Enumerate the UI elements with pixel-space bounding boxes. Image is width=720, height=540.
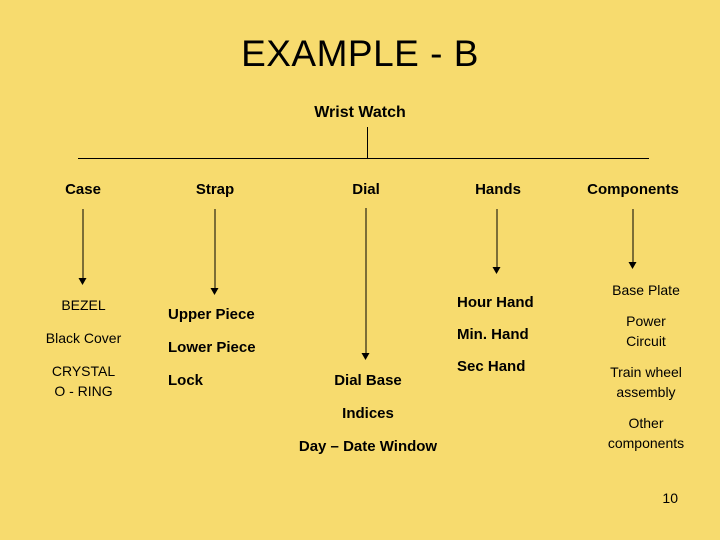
column-items-dial: Dial Base Indices Day – Date Window xyxy=(262,371,474,456)
down-arrow-icon-dial xyxy=(360,208,373,360)
column-items-hands: Hour Hand Min. Hand Sec Hand xyxy=(457,293,572,376)
down-arrow-icon-hands xyxy=(491,209,504,274)
column-header-strap: Strap xyxy=(195,181,235,198)
list-item: Other components xyxy=(607,415,685,451)
diagram-root-node: Wrist Watch xyxy=(314,104,406,121)
list-item: Upper Piece xyxy=(168,306,255,323)
branch-connector-line xyxy=(78,158,649,159)
root-connector-line xyxy=(367,127,368,159)
column-items-case: BEZEL Black Cover CRYSTAL O - RING xyxy=(16,295,151,401)
list-item: Train wheel assembly xyxy=(610,364,682,400)
column-items-strap: Upper Piece Lower Piece Lock xyxy=(168,305,318,390)
column-header-hands: Hands xyxy=(475,181,521,198)
list-item: Day – Date Window xyxy=(298,438,438,455)
list-item: CRYSTAL O - RING xyxy=(51,363,116,399)
list-item: Indices xyxy=(342,405,394,422)
list-item: Hour Hand xyxy=(457,294,534,311)
column-header-case: Case xyxy=(65,181,101,198)
list-item: Lower Piece xyxy=(168,339,256,356)
column-items-components: Base Plate Power Circuit Train wheel ass… xyxy=(578,280,714,453)
list-item: Black Cover xyxy=(45,330,122,346)
list-item: Lock xyxy=(168,372,204,389)
down-arrow-icon-strap xyxy=(209,209,222,295)
column-header-components: Components xyxy=(587,181,679,198)
column-header-dial: Dial xyxy=(352,181,380,198)
list-item: Min. Hand xyxy=(457,326,529,343)
down-arrow-icon-case xyxy=(77,209,90,285)
list-item: Dial Base xyxy=(334,372,402,389)
page-number: 10 xyxy=(662,490,678,506)
list-item: Base Plate xyxy=(612,282,680,298)
down-arrow-icon-components xyxy=(627,209,640,269)
list-item: BEZEL xyxy=(61,297,106,313)
page-title: EXAMPLE - B xyxy=(241,33,479,74)
list-item: Sec Hand xyxy=(457,358,526,375)
list-item: Power Circuit xyxy=(626,313,666,349)
